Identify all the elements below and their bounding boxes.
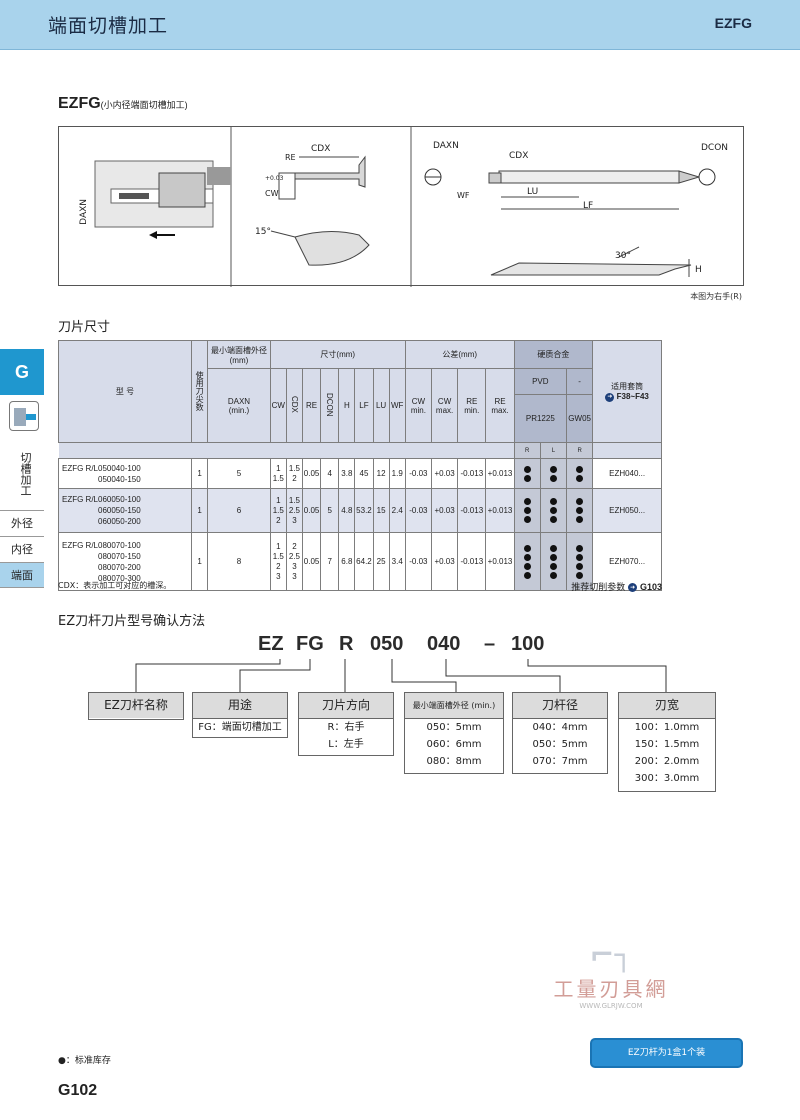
label-cdx: CDX (311, 144, 331, 154)
label-deg30: 30° (615, 251, 631, 261)
col-cdx: CDX (285, 368, 303, 443)
col-wf: WF (388, 368, 406, 443)
label-lu: LU (527, 187, 539, 197)
code-part-dash: – (484, 633, 496, 655)
code-title: EZ刀杆刀片型号确认方法 (58, 614, 206, 629)
label-tol: +0.03 (265, 175, 284, 182)
label-re: RE (285, 153, 296, 162)
diagram-note: 本图为右手(R) (690, 292, 742, 301)
side-nav-inner[interactable]: 内径 (0, 536, 44, 562)
col-cwmin: CW min. (404, 368, 432, 443)
col-grade-pr1225: PR1225 (513, 394, 568, 443)
page-number: G102 (58, 1082, 98, 1099)
col-lu: LU (372, 368, 390, 443)
col-r2: R (566, 442, 594, 459)
watermark-url: WWW.GLRJW.COM (579, 1002, 643, 1010)
watermark-text: 工量刃具網 (553, 977, 669, 1001)
page-code: EZFG (714, 15, 752, 31)
stock-note: ●：标准库存 (58, 1056, 111, 1066)
package-note-button[interactable]: EZ刀杆为1盒1个装 (590, 1038, 743, 1068)
col-grade-gw05: GW05 (566, 394, 594, 443)
watermark: ⌐┐ 工量刃具網 WWW.GLRJW.COM (536, 938, 686, 1018)
code-box-usage: 用途 FG：端面切槽加工 (192, 692, 288, 738)
col-lf: LF (354, 368, 374, 443)
col-h: H (338, 368, 356, 443)
code-part-100: 100 (511, 633, 545, 655)
code-part-ez: EZ (258, 633, 284, 655)
col-holder: 适用套筒➜ F38~F43 (592, 340, 662, 443)
side-nav-outer[interactable]: 外径 (0, 510, 44, 536)
table-note-left: CDX：表示加工可对应的槽深。 (58, 581, 172, 590)
grooving-icon (9, 401, 39, 431)
col-l: L (539, 442, 568, 459)
col-r: R (513, 442, 541, 459)
label-dcon: DCON (701, 143, 729, 153)
col-pvd: PVD (513, 368, 568, 395)
label-daxn-2: DAXN (433, 141, 459, 151)
label-h: H (695, 265, 702, 275)
code-part-r: R (339, 633, 354, 655)
page-title: 端面切槽加工 (48, 15, 169, 37)
col-dash: - (566, 368, 594, 395)
code-part-fg: FG (296, 633, 324, 655)
label-wf: WF (457, 191, 470, 200)
code-box-name: EZ刀杆名称 (88, 692, 184, 720)
code-part-050: 050 (370, 633, 404, 655)
blade-table: 型 号 使用刀尖数 最小端面槽外径(mm) 尺寸(mm) 公差(mm) 硬质合金… (57, 340, 662, 591)
arrow-icon: ➜ (628, 583, 638, 592)
label-lf: LF (583, 201, 594, 211)
code-part-040: 040 (427, 633, 461, 655)
col-cwmax: CW max. (430, 368, 459, 443)
label-deg15: 15° (255, 227, 271, 237)
col-remin: RE min. (457, 368, 487, 443)
col-cw: CW (269, 368, 287, 443)
header-bar: 端面切槽加工 EZFG (0, 0, 800, 50)
label-cw: CW (265, 189, 279, 198)
side-label: 切槽加工 (19, 452, 32, 496)
tool-diagram: DAXN CDX RE CW +0.03 15° DAXN CDX WF LU … (58, 126, 744, 287)
section-title: EZFG(小内径端面切槽加工) (58, 95, 188, 113)
blade-dimensions-title: 刀片尺寸 (58, 320, 111, 335)
col-min-dia: 最小端面槽外径(mm) (207, 340, 271, 369)
section-title-main: EZFG (58, 95, 101, 112)
watermark-logo-icon: ⌐┐ (589, 938, 633, 973)
col-edges: 使用刀尖数 (191, 340, 209, 443)
section-subtitle: (小内径端面切槽加工) (100, 100, 188, 110)
col-tol: 公差(mm) (404, 340, 515, 369)
side-tab-g[interactable]: G (0, 349, 44, 395)
col-daxn: DAXN(min.) (207, 368, 271, 443)
col-model: 型 号 (57, 340, 193, 443)
label-cdx-2: CDX (509, 151, 529, 161)
table-note-right[interactable]: 推荐切削参数 ➜ G103 (571, 582, 662, 593)
side-nav-face[interactable]: 端面 (0, 562, 44, 588)
col-re: RE (301, 368, 322, 443)
tool-diagram-drawing (94, 127, 716, 287)
